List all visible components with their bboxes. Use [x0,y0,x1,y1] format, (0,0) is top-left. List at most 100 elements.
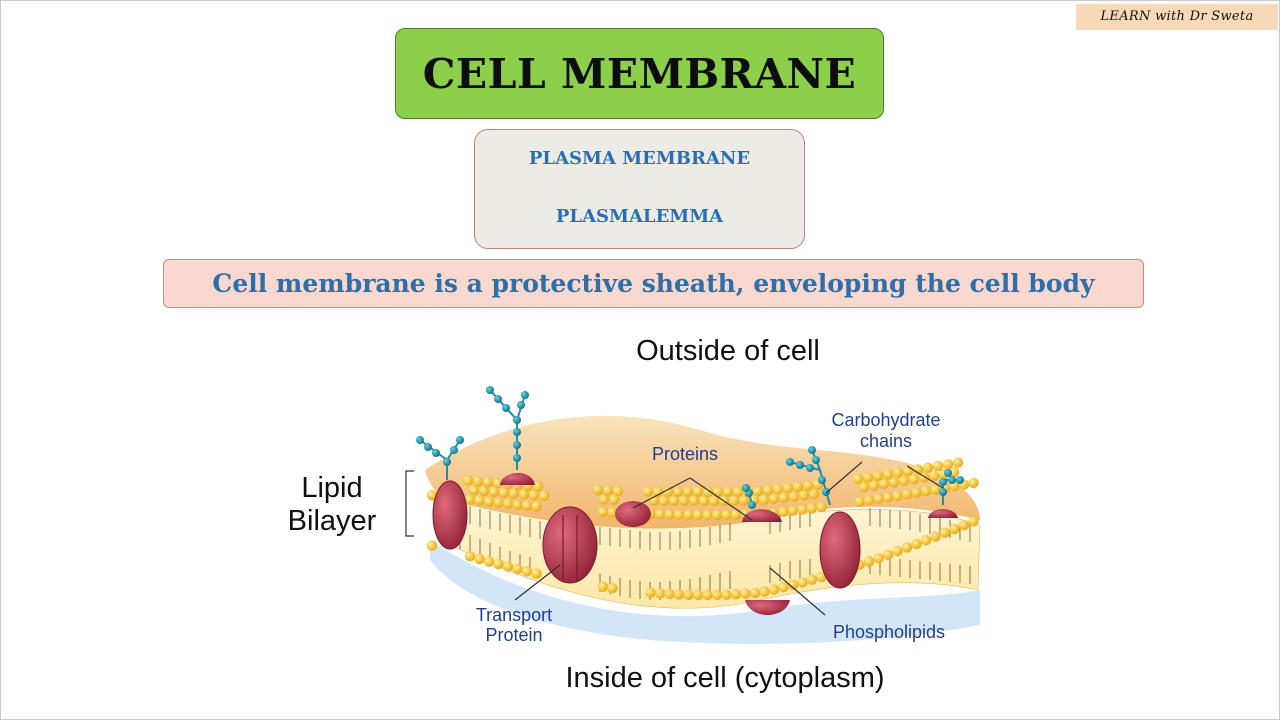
sugar-bead [486,386,494,394]
page-title: CELL MEMBRANE [422,50,857,98]
lipid-head [798,490,810,501]
synonym-plasma-membrane: PLASMA MEMBRANE [528,148,751,169]
lipid-head [882,492,894,503]
lipid-head [642,486,654,497]
lipid-head [730,509,742,520]
lipid-head [806,503,818,514]
sugar-bead [956,476,964,484]
lipid-head [592,484,604,496]
carbohydrate-label: Carbohydrate [831,410,940,430]
lipid-head [778,492,790,503]
sugar-bead [939,478,947,486]
lipid-head [778,506,789,517]
lipid-head [968,516,979,527]
lipid-head [792,481,804,493]
lipid-head [920,535,932,546]
synonyms-box: PLASMA MEMBRANE PLASMALEMMA [474,129,805,249]
lipid-head [721,509,732,521]
lipid-head [692,509,704,521]
lipid-head [782,482,794,494]
lipid-head [939,527,951,538]
carbohydrate-pointer-1 [825,461,863,494]
lipid-head [920,485,932,497]
lipid-head [492,478,504,489]
lipid-head [797,504,808,515]
outside-cell-label: Outside of cell [636,335,820,367]
lipid-head [531,568,542,579]
lipid-head [682,486,694,497]
inside-cell-label: Inside of cell (cytoplasm) [565,662,884,694]
lipid-head [862,472,874,483]
transport-protein-shape [542,506,598,584]
lipid-head [654,509,666,520]
title-banner: CELL MEMBRANE [395,28,884,119]
lipid-head [673,589,685,600]
protein-center [615,501,651,527]
lipid-head [702,509,713,521]
lipid-head [882,549,894,560]
lipid-head [968,477,979,489]
lipid-head [901,489,913,500]
lipid-head [474,553,485,565]
lipid-head [692,589,704,601]
lipid-head [478,485,490,497]
lipid-head [472,476,484,487]
lipid-head [602,485,614,496]
sugar-bead [450,446,458,454]
phospholipids-label: Phospholipids [833,622,945,642]
lipid-head [892,490,903,502]
lipid-head [930,484,941,495]
lipid-head [702,486,714,498]
lipid-head [888,477,900,488]
sugar-bead [948,476,956,484]
lipid-head [474,495,485,506]
sugar-bead [456,436,464,444]
chains-label: chains [860,431,912,451]
proteins-pointer [632,477,753,521]
lipid-head [426,540,438,551]
lipid-head [664,588,675,600]
lipid-head [482,477,494,488]
sugar-bead [513,416,521,424]
lipid-head [702,589,713,601]
lipid-head [672,486,684,498]
lipid-head [802,480,814,491]
lipid-head [952,457,964,468]
carbohydrate-pointer-2 [906,465,944,489]
sugar-bead [786,458,794,466]
transport-protein-pointer [514,564,561,601]
lipid-head [854,496,865,507]
lipid-head [608,494,620,505]
lipid-head [863,556,875,567]
lipid-head [683,509,694,521]
lipid-head [607,582,618,594]
lipid-head [538,490,550,502]
lipid-bilayer-bracket [405,470,414,537]
lipid-head [698,495,710,507]
protein-right-large [819,511,861,589]
lipid-head [468,484,480,496]
lipid-head [658,495,670,506]
pointer-lines [405,461,944,616]
sugar-bead [513,454,521,462]
lipid-head [712,486,724,498]
sugar-bead [513,441,521,449]
lipid-head [652,486,664,497]
synonym-plasmalemma: PLASMALEMMA [555,206,724,227]
sugar-bead [521,391,529,399]
lipid-head [678,495,690,506]
lipid-head [908,473,920,485]
protein-top-left [500,472,535,485]
lipid-head [664,509,675,520]
lipid-head [797,577,808,588]
sugar-bead [494,395,502,403]
sugar-bead [796,461,804,469]
lipid-head [752,485,764,497]
lipid-head [683,589,694,600]
protein-label: Protein [485,625,542,645]
sugar-bead [939,488,947,496]
lipid-head [873,493,884,505]
lipid-head [518,489,530,500]
lipid-head [728,495,740,506]
lipid-head [711,589,723,601]
